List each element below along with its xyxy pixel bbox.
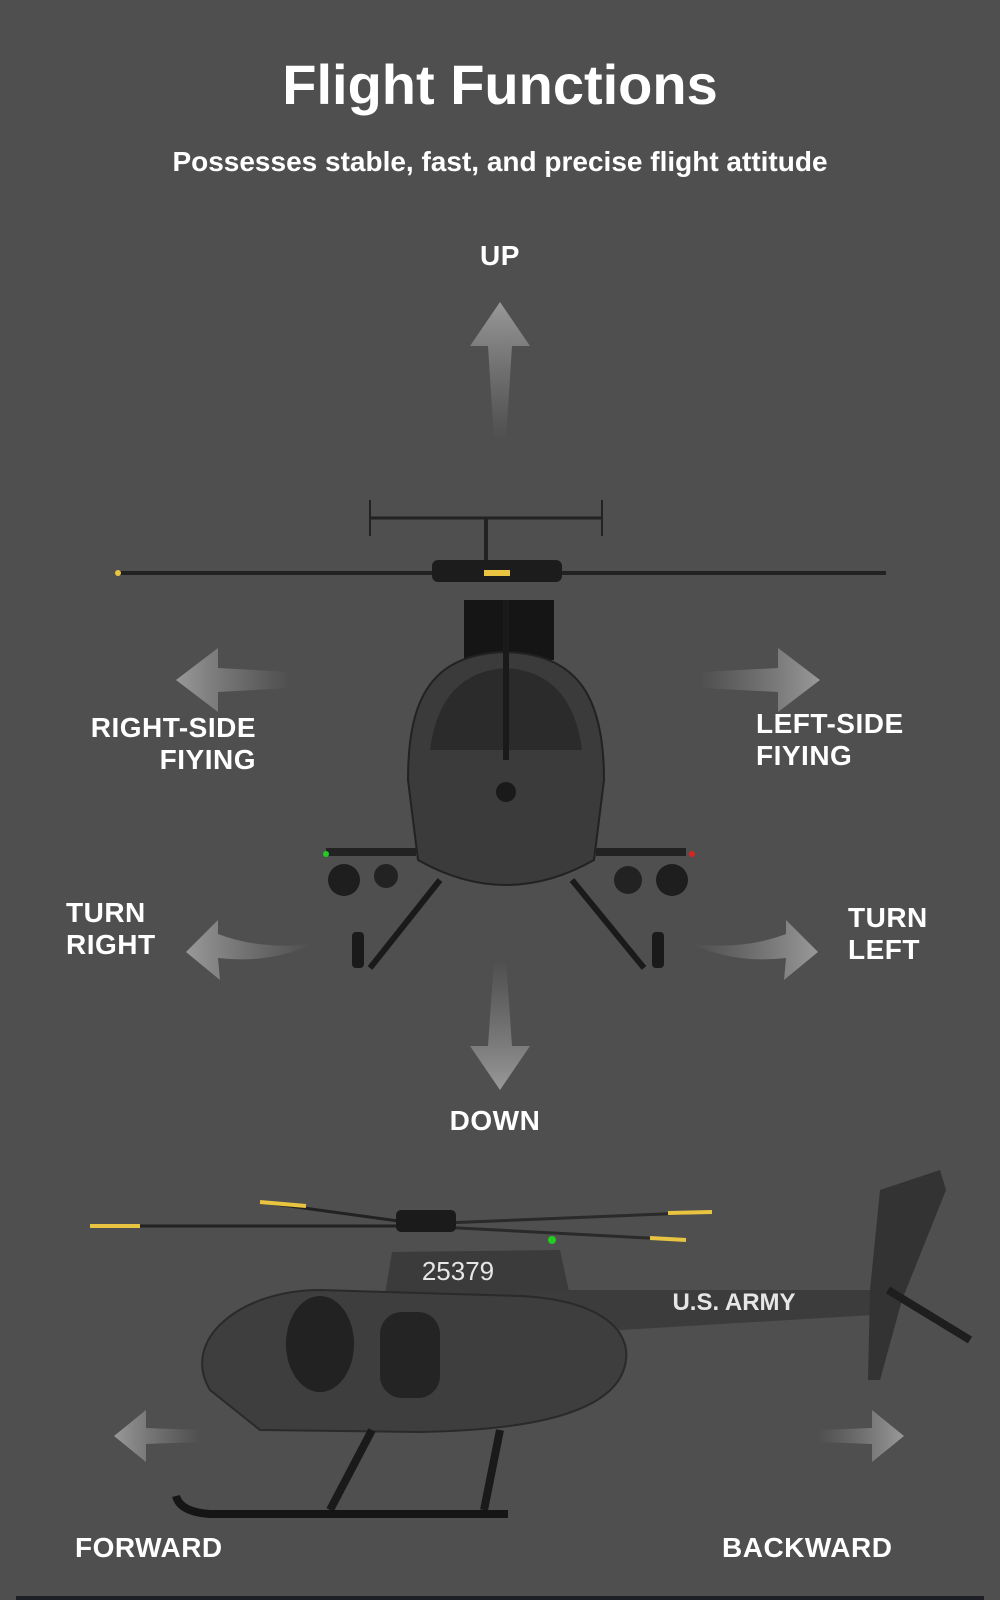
label-line: RIGHT-SIDE: [90, 712, 256, 743]
label-line: TURN: [66, 897, 146, 928]
arrow-left-icon: [176, 648, 290, 712]
helicopter-side-view: 25379 U.S. ARMY: [90, 1170, 973, 1518]
page-subtitle: Possesses stable, fast, and precise flig…: [172, 146, 828, 177]
army-marking: U.S. ARMY: [672, 1289, 795, 1316]
label-backward: BACKWARD: [722, 1532, 893, 1563]
arrow-down-icon: [470, 960, 530, 1090]
label-line: LEFT: [848, 934, 920, 965]
turn-left-arrow-icon: [692, 920, 818, 980]
arrow-right-icon: [700, 648, 820, 712]
label-forward: FORWARD: [75, 1532, 223, 1563]
turn-right-arrow-icon: [186, 920, 312, 980]
label-line: RIGHT: [66, 929, 156, 960]
label-line: TURN: [848, 902, 928, 933]
label-line: FIYING: [756, 740, 853, 771]
arrow-backward-icon: [818, 1410, 904, 1462]
label-down: DOWN: [449, 1105, 541, 1136]
bottom-divider: [16, 1596, 984, 1600]
label-up: UP: [480, 240, 520, 271]
helicopter-front-view: [115, 500, 886, 970]
page-title: Flight Functions: [282, 53, 718, 116]
arrow-up-icon: [470, 302, 530, 440]
label-line: LEFT-SIDE: [756, 708, 904, 739]
arrow-forward-icon: [114, 1410, 200, 1462]
label-line: FIYING: [159, 744, 256, 775]
tail-number: 25379: [422, 1256, 494, 1286]
